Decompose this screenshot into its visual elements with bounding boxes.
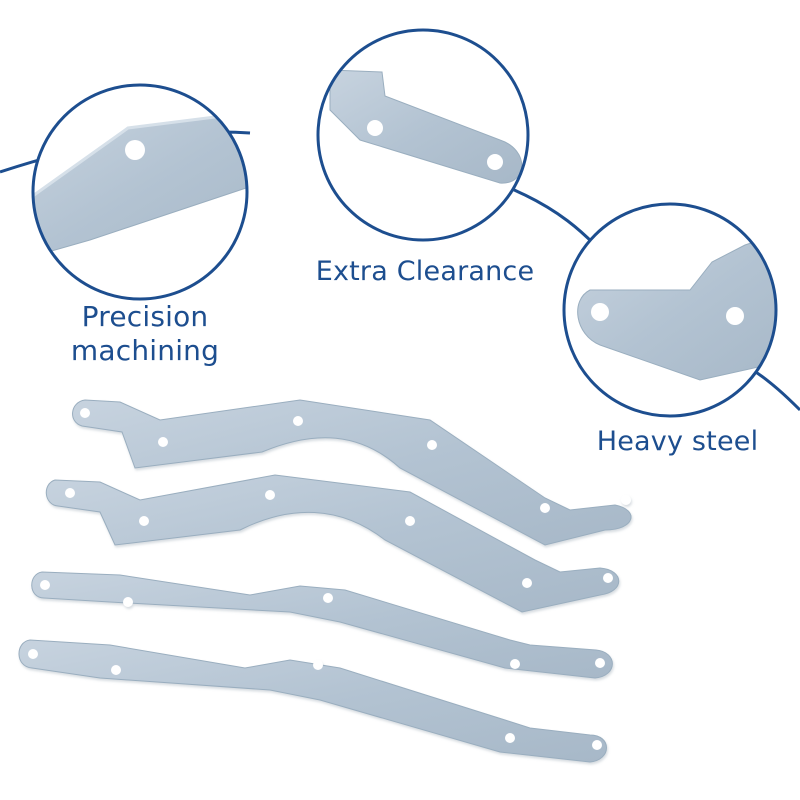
bolt-hole-icon (427, 440, 437, 450)
bolt-hole-icon (40, 580, 50, 590)
bolt-hole-icon (65, 488, 75, 498)
lift-bracket-flat-2 (18, 639, 607, 763)
bolt-hole-icon (592, 740, 602, 750)
bolt-hole-icon (323, 593, 333, 603)
bolt-hole-icon (28, 649, 38, 659)
bolt-hole-icon (313, 660, 323, 670)
bolt-hole-icon (367, 120, 383, 136)
bolt-hole-icon (80, 408, 90, 418)
bolt-hole-icon (591, 303, 609, 321)
callout-clearance-circle (316, 28, 530, 242)
callout-label-precision-line1: Precision (81, 300, 209, 333)
bolt-hole-icon (125, 140, 145, 160)
bolt-hole-icon (405, 516, 415, 526)
callout-precision-circle (31, 83, 249, 301)
bolt-hole-icon (595, 658, 605, 668)
callout-heavy-circle (562, 202, 778, 418)
callout-label-clearance: Extra Clearance (315, 256, 535, 287)
lift-bracket-flat-1 (31, 571, 613, 679)
callout-label-precision: Precision machining (40, 300, 250, 368)
callout-label-heavy: Heavy steel (596, 426, 759, 457)
lift-bracket-arched-1 (72, 399, 632, 546)
bolt-hole-icon (293, 416, 303, 426)
bolt-hole-icon (487, 154, 503, 170)
lift-bracket-arched-2 (45, 474, 620, 613)
bolt-hole-icon (505, 733, 515, 743)
bolt-hole-icon (510, 659, 520, 669)
callout-label-precision-line2: machining (70, 334, 220, 367)
bolt-hole-icon (726, 307, 744, 325)
bolt-hole-icon (265, 490, 275, 500)
bolt-hole-icon (603, 573, 613, 583)
bolt-hole-icon (123, 597, 133, 607)
bolt-hole-icon (139, 516, 149, 526)
bolt-hole-icon (111, 665, 121, 675)
bolt-hole-icon (621, 495, 631, 505)
bolt-hole-icon (158, 437, 168, 447)
bolt-hole-icon (522, 578, 532, 588)
bolt-hole-icon (540, 503, 550, 513)
